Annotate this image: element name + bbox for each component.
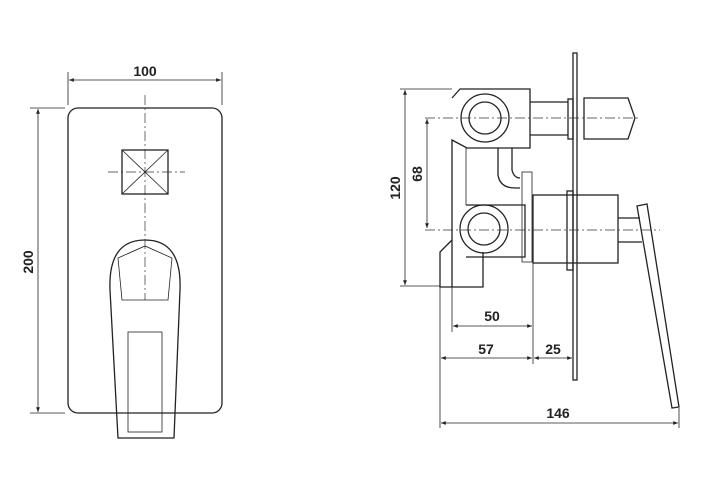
dim-height-120: 120 — [387, 176, 403, 200]
upper-stem — [530, 101, 568, 136]
dim-spacing-68: 68 — [409, 166, 425, 182]
valve-body — [451, 88, 531, 287]
side-lever — [636, 203, 680, 409]
mixer-lever — [109, 239, 181, 439]
cartridge — [532, 194, 619, 264]
dim-depth-146: 146 — [546, 405, 570, 421]
dim-depth-50: 50 — [484, 308, 500, 324]
side-view: 120 68 50 57 25 146 — [387, 52, 680, 428]
diverter-handle — [583, 97, 636, 140]
inlet-block — [439, 239, 484, 288]
dim-width-100: 100 — [133, 63, 157, 79]
dim-height-200: 200 — [20, 250, 36, 274]
dim-depth-25: 25 — [545, 341, 561, 357]
dim-depth-57: 57 — [478, 341, 494, 357]
front-view: 100 200 — [20, 63, 223, 439]
diverter-knob — [121, 149, 169, 195]
lower-outlet — [459, 204, 509, 254]
